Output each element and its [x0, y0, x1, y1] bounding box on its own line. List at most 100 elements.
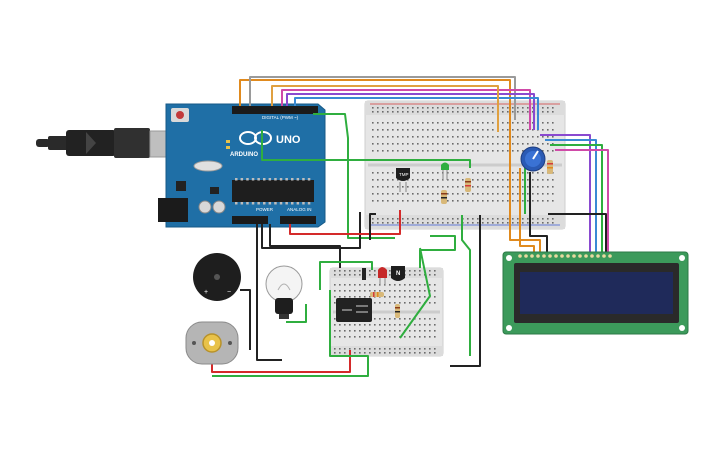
breadboard-hole[interactable]	[432, 222, 434, 224]
breadboard-hole[interactable]	[394, 330, 396, 332]
breadboard-hole[interactable]	[552, 193, 554, 195]
breadboard-hole[interactable]	[339, 270, 341, 272]
breadboard-hole[interactable]	[417, 172, 419, 174]
breadboard-hole[interactable]	[369, 352, 371, 354]
breadboard-hole[interactable]	[409, 348, 411, 350]
breadboard-hole[interactable]	[359, 324, 361, 326]
breadboard-hole[interactable]	[384, 348, 386, 350]
breadboard-hole[interactable]	[364, 284, 366, 286]
breadboard-hole[interactable]	[434, 302, 436, 304]
breadboard-hole[interactable]	[412, 179, 414, 181]
breadboard-hole[interactable]	[392, 107, 394, 109]
breadboard-hole[interactable]	[487, 172, 489, 174]
light-bulb[interactable]	[265, 265, 303, 319]
breadboard-hole[interactable]	[547, 200, 549, 202]
breadboard-hole[interactable]	[412, 172, 414, 174]
breadboard-hole[interactable]	[522, 122, 524, 124]
breadboard-hole[interactable]	[467, 129, 469, 131]
breadboard-hole[interactable]	[434, 330, 436, 332]
breadboard-hole[interactable]	[374, 348, 376, 350]
breadboard-hole[interactable]	[379, 348, 381, 350]
breadboard-hole[interactable]	[542, 122, 544, 124]
resistor-3[interactable]	[547, 160, 553, 174]
breadboard-hole[interactable]	[409, 290, 411, 292]
breadboard-hole[interactable]	[472, 179, 474, 181]
breadboard-hole[interactable]	[502, 143, 504, 145]
breadboard-hole[interactable]	[492, 122, 494, 124]
breadboard-hole[interactable]	[457, 107, 459, 109]
breadboard-hole[interactable]	[452, 150, 454, 152]
breadboard-hole[interactable]	[417, 143, 419, 145]
breadboard-hole[interactable]	[482, 193, 484, 195]
breadboard-hole[interactable]	[437, 222, 439, 224]
breadboard-hole[interactable]	[537, 186, 539, 188]
breadboard-hole[interactable]	[384, 352, 386, 354]
breadboard-hole[interactable]	[422, 143, 424, 145]
breadboard-hole[interactable]	[364, 324, 366, 326]
breadboard-hole[interactable]	[532, 200, 534, 202]
breadboard-hole[interactable]	[432, 218, 434, 220]
breadboard-hole[interactable]	[419, 348, 421, 350]
breadboard-hole[interactable]	[452, 179, 454, 181]
breadboard-hole[interactable]	[387, 186, 389, 188]
breadboard-hole[interactable]	[552, 222, 554, 224]
breadboard-hole[interactable]	[527, 143, 529, 145]
breadboard-hole[interactable]	[427, 186, 429, 188]
breadboard-hole[interactable]	[457, 111, 459, 113]
breadboard-hole[interactable]	[482, 143, 484, 145]
breadboard-hole[interactable]	[404, 318, 406, 320]
breadboard-hole[interactable]	[472, 218, 474, 220]
breadboard-hole[interactable]	[422, 107, 424, 109]
breadboard-hole[interactable]	[462, 186, 464, 188]
breadboard-hole[interactable]	[334, 330, 336, 332]
breadboard-hole[interactable]	[379, 336, 381, 338]
breadboard-hole[interactable]	[522, 200, 524, 202]
breadboard-hole[interactable]	[502, 200, 504, 202]
breadboard-hole[interactable]	[517, 222, 519, 224]
breadboard-hole[interactable]	[472, 111, 474, 113]
breadboard-hole[interactable]	[532, 107, 534, 109]
breadboard-hole[interactable]	[392, 150, 394, 152]
breadboard-hole[interactable]	[512, 222, 514, 224]
breadboard-hole[interactable]	[369, 270, 371, 272]
breadboard-hole[interactable]	[399, 284, 401, 286]
resistor-1[interactable]	[441, 190, 447, 204]
breadboard-hole[interactable]	[487, 222, 489, 224]
breadboard-hole[interactable]	[512, 186, 514, 188]
breadboard-hole[interactable]	[354, 348, 356, 350]
breadboard-hole[interactable]	[379, 302, 381, 304]
lcd-pin[interactable]	[608, 254, 612, 258]
breadboard-hole[interactable]	[472, 150, 474, 152]
breadboard-hole[interactable]	[482, 172, 484, 174]
breadboard-hole[interactable]	[507, 200, 509, 202]
breadboard-hole[interactable]	[552, 107, 554, 109]
breadboard-hole[interactable]	[482, 122, 484, 124]
breadboard-hole[interactable]	[507, 172, 509, 174]
breadboard-hole[interactable]	[547, 136, 549, 138]
breadboard-hole[interactable]	[334, 318, 336, 320]
breadboard-hole[interactable]	[402, 143, 404, 145]
breadboard-hole[interactable]	[399, 290, 401, 292]
breadboard-hole[interactable]	[404, 296, 406, 298]
breadboard-hole[interactable]	[522, 143, 524, 145]
breadboard-hole[interactable]	[422, 193, 424, 195]
breadboard-hole[interactable]	[364, 330, 366, 332]
breadboard-hole[interactable]	[382, 143, 384, 145]
breadboard-hole[interactable]	[477, 193, 479, 195]
breadboard-hole[interactable]	[414, 336, 416, 338]
breadboard-hole[interactable]	[377, 172, 379, 174]
breadboard-hole[interactable]	[382, 218, 384, 220]
breadboard-hole[interactable]	[492, 179, 494, 181]
breadboard-hole[interactable]	[359, 348, 361, 350]
breadboard-hole[interactable]	[394, 348, 396, 350]
breadboard-hole[interactable]	[419, 296, 421, 298]
green-led[interactable]	[441, 162, 449, 181]
breadboard-hole[interactable]	[427, 129, 429, 131]
lcd-pin[interactable]	[536, 254, 540, 258]
breadboard-hole[interactable]	[457, 143, 459, 145]
breadboard-hole[interactable]	[417, 136, 419, 138]
breadboard-hole[interactable]	[422, 218, 424, 220]
breadboard-hole[interactable]	[424, 318, 426, 320]
breadboard-hole[interactable]	[382, 107, 384, 109]
